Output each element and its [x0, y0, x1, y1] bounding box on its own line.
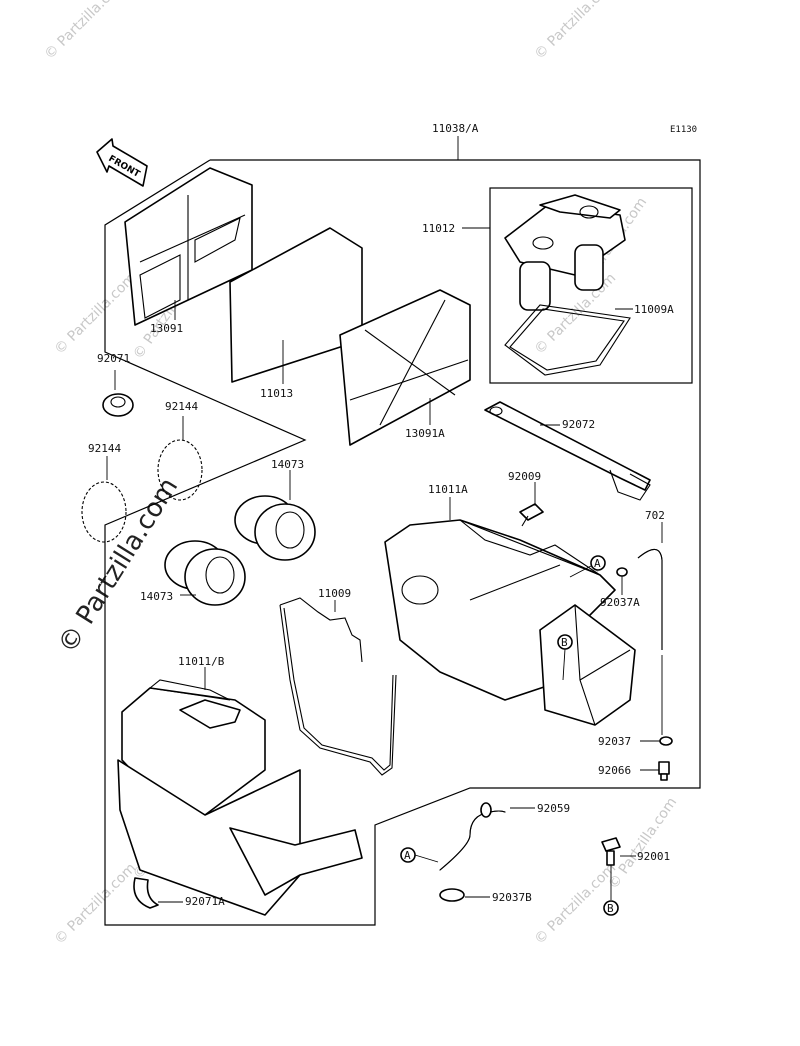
callout-a-lower-label: A: [404, 849, 411, 862]
watermark-top-right: © Partzilla.com: [532, 0, 620, 63]
part-11011b-case-lower: [117, 667, 363, 916]
label-14073-upper: 14073: [271, 458, 304, 471]
label-702: 702: [645, 509, 665, 522]
label-92009: 92009: [508, 470, 541, 483]
watermark-top-left: © Partzilla.com: [42, 0, 130, 63]
label-92071a: 92071A: [185, 895, 225, 908]
label-92144-lower: 92144: [88, 442, 121, 455]
part-92144-clamp-upper: [157, 416, 203, 501]
part-92059-tube: [439, 802, 535, 871]
part-92066-plug: [640, 761, 670, 781]
part-92037b-clip: [439, 888, 490, 902]
label-11009: 11009: [318, 587, 351, 600]
watermark-mid-left: © Partzilla.com: [52, 270, 140, 358]
part-92009-bolt: [519, 482, 544, 527]
label-92071: 92071: [97, 352, 130, 365]
label-92066: 92066: [598, 764, 631, 777]
label-14073-lower: 14073: [140, 590, 173, 603]
callout-b-upper-label: B: [561, 636, 568, 649]
part-11009a-gasket: [504, 304, 633, 376]
part-14073-duct-lower: [164, 540, 246, 606]
part-92144-clamp-lower: [81, 456, 127, 543]
label-11011b: 11011/B: [178, 655, 225, 668]
label-11013: 11013: [260, 387, 293, 400]
callout-a-upper-label: A: [594, 557, 601, 570]
part-13091a-filter-frame: [339, 289, 471, 446]
part-92037a-clip: [616, 567, 628, 595]
diagram-code: E1130: [670, 125, 697, 135]
part-11012-cover: [504, 194, 626, 311]
callout-b-lower: B: [603, 900, 619, 916]
label-92037a: 92037A: [600, 596, 640, 609]
label-92001: 92001: [637, 850, 670, 863]
label-11012: 11012: [422, 222, 455, 235]
part-702-hose: [637, 522, 663, 735]
label-13091a: 13091A: [405, 427, 445, 440]
label-92059: 92059: [537, 802, 570, 815]
part-13091-filter-frame: [124, 167, 253, 326]
part-92001-bolt: [601, 837, 636, 900]
subassembly-box-11012: [462, 187, 693, 384]
label-92037b: 92037B: [492, 891, 532, 904]
callout-a-lower: A: [400, 847, 439, 863]
label-92072: 92072: [562, 418, 595, 431]
part-92072-strap: [484, 401, 651, 501]
callout-b-upper: B: [557, 634, 573, 681]
label-11038a: 11038/A: [432, 122, 479, 135]
part-11011a-case-tray: [539, 604, 636, 726]
front-arrow-icon: FRONT: [96, 138, 148, 187]
assembly-frame: [104, 136, 701, 926]
label-92144-upper: 92144: [165, 400, 198, 413]
part-92037-clip: [640, 736, 673, 746]
label-11011a: 11011A: [428, 483, 468, 496]
part-11009-gasket: [279, 597, 397, 776]
part-11013-filter-element: [229, 227, 363, 384]
part-92071-grommet: [102, 370, 134, 417]
label-92037: 92037: [598, 735, 631, 748]
watermark-bottom-left: © Partzilla.com: [52, 860, 140, 948]
part-92071a-elbow: [133, 877, 183, 909]
callout-a-upper: A: [569, 555, 606, 578]
callout-b-lower-label: B: [607, 902, 614, 915]
label-13091: 13091: [150, 322, 183, 335]
part-14073-duct-upper: [234, 470, 316, 561]
label-11009a: 11009A: [634, 303, 674, 316]
